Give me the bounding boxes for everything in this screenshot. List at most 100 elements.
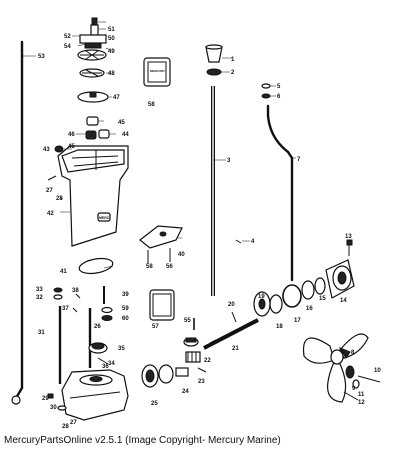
part-20-screw[interactable] [231,311,237,323]
part-37-screw[interactable] [72,307,78,313]
part-4-screw[interactable] [235,239,242,244]
callout-58: 58 [148,102,155,108]
callout-38: 38 [72,288,79,294]
callout-9: 9 [352,386,356,392]
part-6-pin[interactable] [261,93,271,99]
callout-28b: 28 [62,424,69,430]
callout-59: 59 [122,306,129,312]
callout-5: 5 [277,84,281,90]
part-24-cam[interactable] [175,367,189,377]
part-5-washer[interactable] [261,83,271,89]
part-11-washer[interactable] [352,379,360,389]
callout-32: 32 [36,295,43,301]
part-35-bearing[interactable] [88,342,108,354]
callout-35: 35 [118,346,125,352]
diagram-canvas: MERCURY MERC [11,17,381,430]
callout-26: 26 [94,324,101,330]
part-18-bearing[interactable] [269,294,283,314]
callout-25: 25 [151,401,158,407]
callout-6: 6 [277,94,281,100]
callout-22: 22 [204,358,211,364]
part-19-forward-gear[interactable] [253,291,271,317]
part-53-shift-rod[interactable] [11,40,24,405]
part-38-stud[interactable] [75,293,81,299]
callout-45b: 45 [68,144,75,150]
callout-23: 23 [198,379,205,385]
part-46-bushing[interactable] [85,116,110,140]
part-48-impeller[interactable] [77,49,107,78]
callout-11: 11 [358,392,365,398]
callout-13: 13 [345,234,352,240]
callout-20: 20 [228,302,235,308]
part-12-drive-pin[interactable] [343,391,359,401]
part-57-seal-kit[interactable] [149,289,175,321]
part-30-washer[interactable] [57,405,67,411]
callout-27: 27 [46,188,53,194]
exploded-parts-diagram: MERCURY MERC [11,17,381,430]
part-13-screw[interactable] [346,239,353,256]
callout-51: 51 [108,27,115,33]
callout-14: 14 [340,298,347,304]
part-15b-bearing[interactable] [314,277,326,295]
callout-29: 29 [42,396,49,402]
part-33-nut[interactable] [53,287,63,293]
callout-53: 53 [38,54,45,60]
part-1-seal[interactable] [205,44,223,63]
callout-60: 60 [122,316,129,322]
part-42-driveshaft-housing[interactable]: MERC [57,145,129,247]
callout-27b: 27 [70,420,77,426]
part-49-water-pump-cap[interactable] [79,17,107,49]
callout-3: 3 [227,158,231,164]
part-gearcase-lower[interactable] [61,369,129,421]
callout-17: 17 [294,318,301,324]
part-21-propeller-shaft[interactable] [203,318,259,350]
part-17-oring[interactable] [282,284,302,308]
callout-49: 49 [108,49,115,55]
part-10-cotter-pin[interactable] [357,375,381,383]
part-29-plug[interactable] [47,393,54,399]
callout-46: 46 [68,132,75,138]
callout-10: 10 [374,368,381,374]
callout-39: 39 [122,292,129,298]
part-9-thrust-hub[interactable] [345,365,355,379]
callout-15: 15 [319,296,326,302]
callout-42: 42 [47,211,54,217]
part-58-gasket-kit[interactable]: MERCURY [143,57,171,87]
part-60-nut[interactable] [101,315,113,321]
callout-19: 19 [258,294,265,300]
part-59-oring[interactable] [101,306,113,314]
part-14-bearing-carrier[interactable] [325,259,355,299]
part-40-anti-ventilation-plate[interactable] [139,225,183,264]
callout-37: 37 [62,306,69,312]
callout-44: 44 [122,132,129,138]
part-34-pin[interactable] [97,357,109,365]
part-27-screw[interactable] [47,175,57,181]
callout-16: 16 [306,306,313,312]
callout-43: 43 [43,147,50,153]
part-15-bearing[interactable] [158,364,174,384]
callout-47: 47 [113,95,120,101]
part-47-pump-plate[interactable] [77,91,109,103]
part-43-screw[interactable] [54,145,64,153]
part-41-seal-ring[interactable] [78,256,114,276]
callout-34: 34 [108,361,115,367]
decal-gasket-kit: MERCURY [150,69,165,73]
callout-58b: 58 [146,264,153,270]
part-25-pinion-gear[interactable] [141,364,159,388]
part-23-pin[interactable] [197,367,207,373]
callout-52: 52 [64,34,71,40]
callout-54: 54 [64,44,71,50]
part-22-clutch[interactable] [185,351,201,363]
callout-2: 2 [231,70,235,76]
callout-1: 1 [231,57,235,63]
part-56-bearing[interactable] [183,337,199,347]
callout-45: 45 [118,120,125,126]
callout-50: 50 [108,36,115,42]
part-8-nut[interactable] [338,346,351,359]
part-32-washer[interactable] [53,294,63,300]
part-2-oring[interactable] [206,68,222,76]
part-16-thrust-washer[interactable] [301,280,315,300]
part-7-shift-rod[interactable] [266,104,294,282]
callout-40: 40 [178,252,185,258]
callout-28: 28 [56,196,63,202]
